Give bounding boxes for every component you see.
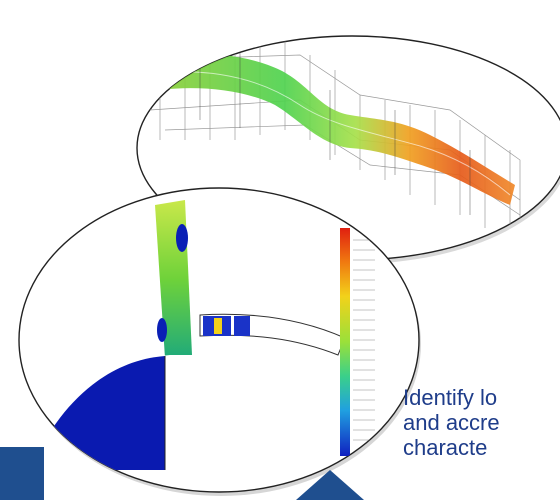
blade-low-spot-lower (157, 318, 167, 342)
caption-line-3: characte (403, 435, 488, 460)
caption-text: Identify lo and accre characte (403, 385, 560, 460)
left-arrow-decoration (0, 447, 44, 500)
legend-ticks (353, 239, 375, 441)
color-legend-bar (340, 228, 350, 456)
flow-render (149, 40, 521, 235)
caption-line-2: and accre (403, 410, 500, 435)
caption-line-1: Identify lo (403, 385, 498, 410)
bottom-contour-panel (18, 187, 421, 496)
flow-band (160, 53, 515, 205)
center-arrow-decoration (296, 470, 364, 500)
blade-low-spot-upper (176, 224, 188, 252)
